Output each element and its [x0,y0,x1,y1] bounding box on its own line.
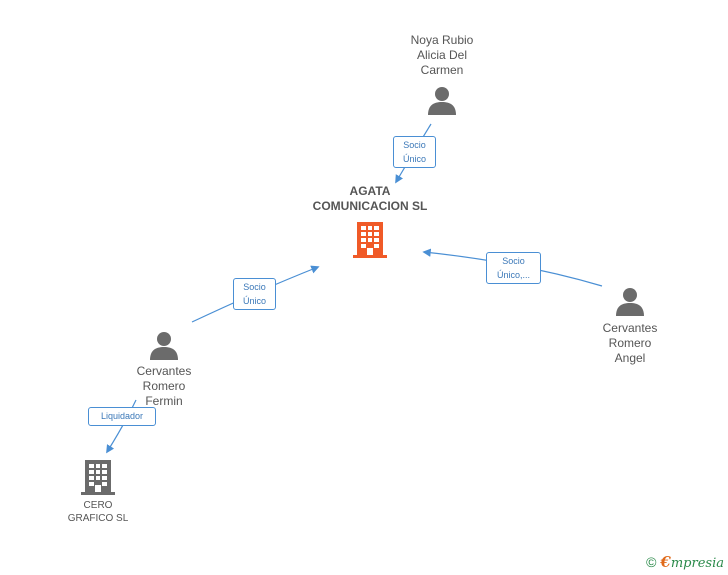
node-fermin[interactable]: Cervantes Romero Fermin [114,330,214,409]
node-angel[interactable]: Cervantes Romero Angel [580,286,680,366]
brand-name: mpresia [670,556,724,571]
edge-label-fermin-cero[interactable]: Liquidador [88,407,156,426]
node-noya[interactable]: Noya Rubio Alicia Del Carmen [392,33,492,115]
node-agata[interactable]: AGATA COMUNICACION SL [300,184,440,258]
building-icon [353,222,387,258]
edge-label-angel-agata[interactable]: Socio Único,... [486,252,541,284]
edge-label-noya-agata[interactable]: Socio Único [393,136,436,168]
person-icon [150,332,178,360]
person-icon [616,288,644,316]
person-icon [428,87,456,115]
brand-initial: € [660,553,671,571]
brand-footer: © €mpresia [646,553,724,571]
building-icon [81,460,115,495]
node-fermin-label: Cervantes Romero Fermin [136,364,192,408]
node-agata-label: AGATA COMUNICACION SL [312,184,428,213]
brand-logo[interactable]: €mpresia [660,553,724,571]
edge-label-fermin-agata[interactable]: Socio Único [233,278,276,310]
node-noya-label: Noya Rubio Alicia Del Carmen [410,33,474,77]
copyright-icon: © [646,554,657,570]
node-cero-label: CERO GRAFICO SL [67,500,129,524]
node-cero[interactable]: CERO GRAFICO SL [50,459,146,525]
node-angel-label: Cervantes Romero Angel [602,321,658,365]
